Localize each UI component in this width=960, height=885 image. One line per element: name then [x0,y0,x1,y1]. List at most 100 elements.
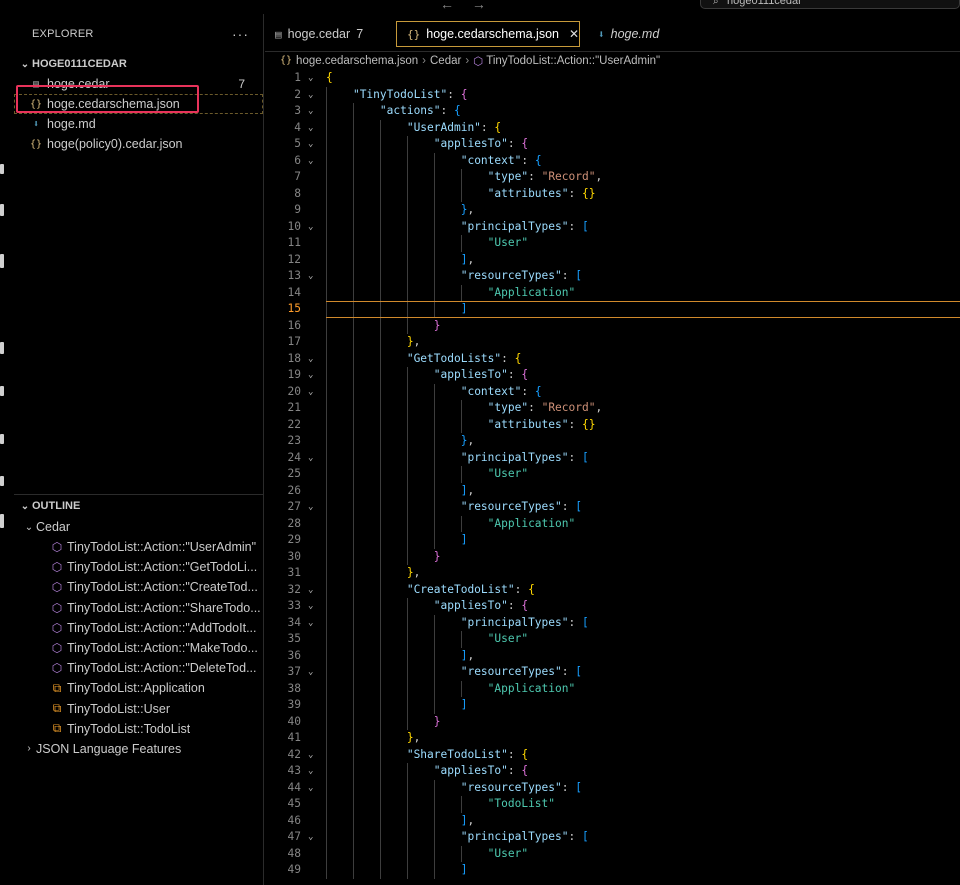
outline-header[interactable]: ⌄ OUTLINE [14,495,263,517]
activity-icon[interactable] [0,386,4,396]
activity-icon[interactable] [0,254,4,268]
code-line[interactable]: 1⌄{ [265,70,960,87]
tab-hoge-cedar[interactable]: ▤ hoge.cedar 7 [265,21,385,47]
code-line[interactable]: 35 "User" [265,631,960,648]
fold-chevron-icon[interactable]: ⌄ [308,617,314,628]
fold-chevron-icon[interactable]: ⌄ [308,832,314,842]
command-center-search[interactable]: ⌕ hoge0111cedar [700,0,960,9]
fold-chevron-icon[interactable]: ⌄ [308,353,314,364]
file-item-hoge-policy0-cedar-json[interactable]: {} hoge(policy0).cedar.json [14,134,263,154]
more-actions-icon[interactable]: ··· [232,26,249,42]
outline-item[interactable]: ⬡TinyTodoList::Action::"AddTodoIt... [14,618,263,638]
fold-chevron-icon[interactable]: ⌄ [308,782,314,793]
fold-chevron-icon[interactable]: ⌄ [308,370,314,380]
code-line[interactable]: 30 } [265,549,960,566]
code-line[interactable]: 34⌄ "principalTypes": [ [265,615,960,632]
fold-chevron-icon[interactable]: ⌄ [308,452,314,463]
code-line[interactable]: 24⌄ "principalTypes": [ [265,450,960,467]
activity-icon[interactable] [0,204,4,216]
code-line[interactable]: 29 ] [265,532,960,549]
folder-header[interactable]: ⌄ HOGE0111CEDAR [14,54,263,74]
fold-chevron-icon[interactable]: ⌄ [308,766,314,776]
outline-item[interactable]: ⧉TinyTodoList::User [14,699,263,719]
code-line[interactable]: 14 "Application" [265,285,960,302]
code-line[interactable]: 25 "User" [265,466,960,483]
code-line[interactable]: 23 }, [265,433,960,450]
close-icon[interactable]: ✕ [568,27,580,41]
fold-chevron-icon[interactable]: ⌄ [308,155,314,166]
forward-arrow-icon[interactable]: → [471,0,486,12]
code-line[interactable]: 12 ], [265,252,960,269]
file-item-hoge-md[interactable]: ⬇ hoge.md [14,114,263,134]
outline-item[interactable]: ⬡TinyTodoList::Action::"CreateTod... [14,577,263,597]
code-line[interactable]: 3⌄ "actions": { [265,103,960,120]
code-line[interactable]: 44⌄ "resourceTypes": [ [265,780,960,797]
code-line[interactable]: 39 ] [265,697,960,714]
code-line[interactable]: 13⌄ "resourceTypes": [ [265,268,960,285]
breadcrumb-section[interactable]: Cedar [430,54,462,67]
file-item-hoge-cedarschema-json[interactable]: {} hoge.cedarschema.json [14,94,263,114]
activity-icon[interactable] [0,164,4,174]
outline-item[interactable]: ⬡TinyTodoList::Action::"ShareTodo... [14,598,263,618]
breadcrumb-file[interactable]: hoge.cedarschema.json [296,54,419,67]
fold-chevron-icon[interactable]: ⌄ [308,749,314,760]
outline-item[interactable]: ⬡TinyTodoList::Action::"UserAdmin" [14,537,263,557]
code-editor[interactable]: 1⌄{2⌄ "TinyTodoList": {3⌄ "actions": {4⌄… [265,69,960,885]
fold-chevron-icon[interactable]: ⌄ [308,386,314,397]
code-line[interactable]: 20⌄ "context": { [265,384,960,401]
fold-chevron-icon[interactable]: ⌄ [308,122,314,133]
outline-group-cedar[interactable]: ⌄ Cedar [14,517,263,537]
code-line[interactable]: 8 "attributes": {} [265,186,960,203]
fold-chevron-icon[interactable]: ⌄ [308,89,314,100]
code-line[interactable]: 17 }, [265,334,960,351]
code-line[interactable]: 37⌄ "resourceTypes": [ [265,664,960,681]
code-line[interactable]: 26 ], [265,483,960,500]
code-line[interactable]: 7 "type": "Record", [265,169,960,186]
fold-chevron-icon[interactable]: ⌄ [308,271,314,281]
json-language-features-group[interactable]: › JSON Language Features [14,739,263,759]
code-line[interactable]: 15 ] [265,301,960,318]
fold-chevron-icon[interactable]: ⌄ [308,221,314,232]
activity-icon[interactable] [0,434,4,444]
outline-item[interactable]: ⬡TinyTodoList::Action::"MakeTodo... [14,638,263,658]
code-line[interactable]: 5⌄ "appliesTo": { [265,136,960,153]
fold-chevron-icon[interactable]: ⌄ [308,601,314,611]
back-arrow-icon[interactable]: ← [440,0,454,12]
code-line[interactable]: 36 ], [265,648,960,665]
code-line[interactable]: 48 "User" [265,846,960,863]
code-line[interactable]: 33⌄ "appliesTo": { [265,598,960,615]
code-line[interactable]: 21 "type": "Record", [265,400,960,417]
code-line[interactable]: 43⌄ "appliesTo": { [265,763,960,780]
outline-item[interactable]: ⧉TinyTodoList::TodoList [14,719,263,739]
code-line[interactable]: 45 "TodoList" [265,796,960,813]
fold-chevron-icon[interactable]: ⌄ [308,139,314,149]
code-line[interactable]: 16 } [265,318,960,335]
fold-chevron-icon[interactable]: ⌄ [308,73,314,83]
code-line[interactable]: 31 }, [265,565,960,582]
outline-item[interactable]: ⧉TinyTodoList::Application [14,678,263,698]
code-line[interactable]: 18⌄ "GetTodoLists": { [265,351,960,368]
tab-hoge-cedarschema-json[interactable]: {} hoge.cedarschema.json ✕ [396,21,580,47]
activity-icon[interactable] [0,476,4,486]
code-line[interactable]: 32⌄ "CreateTodoList": { [265,582,960,599]
breadcrumb-symbol[interactable]: TinyTodoList::Action::"UserAdmin" [486,54,661,67]
file-item-hoge-cedar[interactable]: ▤ hoge.cedar 7 [14,74,263,94]
code-line[interactable]: 2⌄ "TinyTodoList": { [265,87,960,104]
code-line[interactable]: 40 } [265,714,960,731]
outline-item[interactable]: ⬡TinyTodoList::Action::"DeleteTod... [14,658,263,678]
fold-chevron-icon[interactable]: ⌄ [308,502,314,512]
code-line[interactable]: 10⌄ "principalTypes": [ [265,219,960,236]
fold-chevron-icon[interactable]: ⌄ [308,584,314,595]
code-line[interactable]: 6⌄ "context": { [265,153,960,170]
tab-hoge-md[interactable]: ⬇ hoge.md [588,21,698,47]
fold-chevron-icon[interactable]: ⌄ [308,106,314,116]
code-line[interactable]: 42⌄ "ShareTodoList": { [265,747,960,764]
activity-icon[interactable] [0,342,4,354]
code-line[interactable]: 46 ], [265,813,960,830]
code-line[interactable]: 22 "attributes": {} [265,417,960,434]
fold-chevron-icon[interactable]: ⌄ [308,667,314,677]
code-line[interactable]: 4⌄ "UserAdmin": { [265,120,960,137]
code-line[interactable]: 47⌄ "principalTypes": [ [265,829,960,846]
code-line[interactable]: 19⌄ "appliesTo": { [265,367,960,384]
code-line[interactable]: 9 }, [265,202,960,219]
